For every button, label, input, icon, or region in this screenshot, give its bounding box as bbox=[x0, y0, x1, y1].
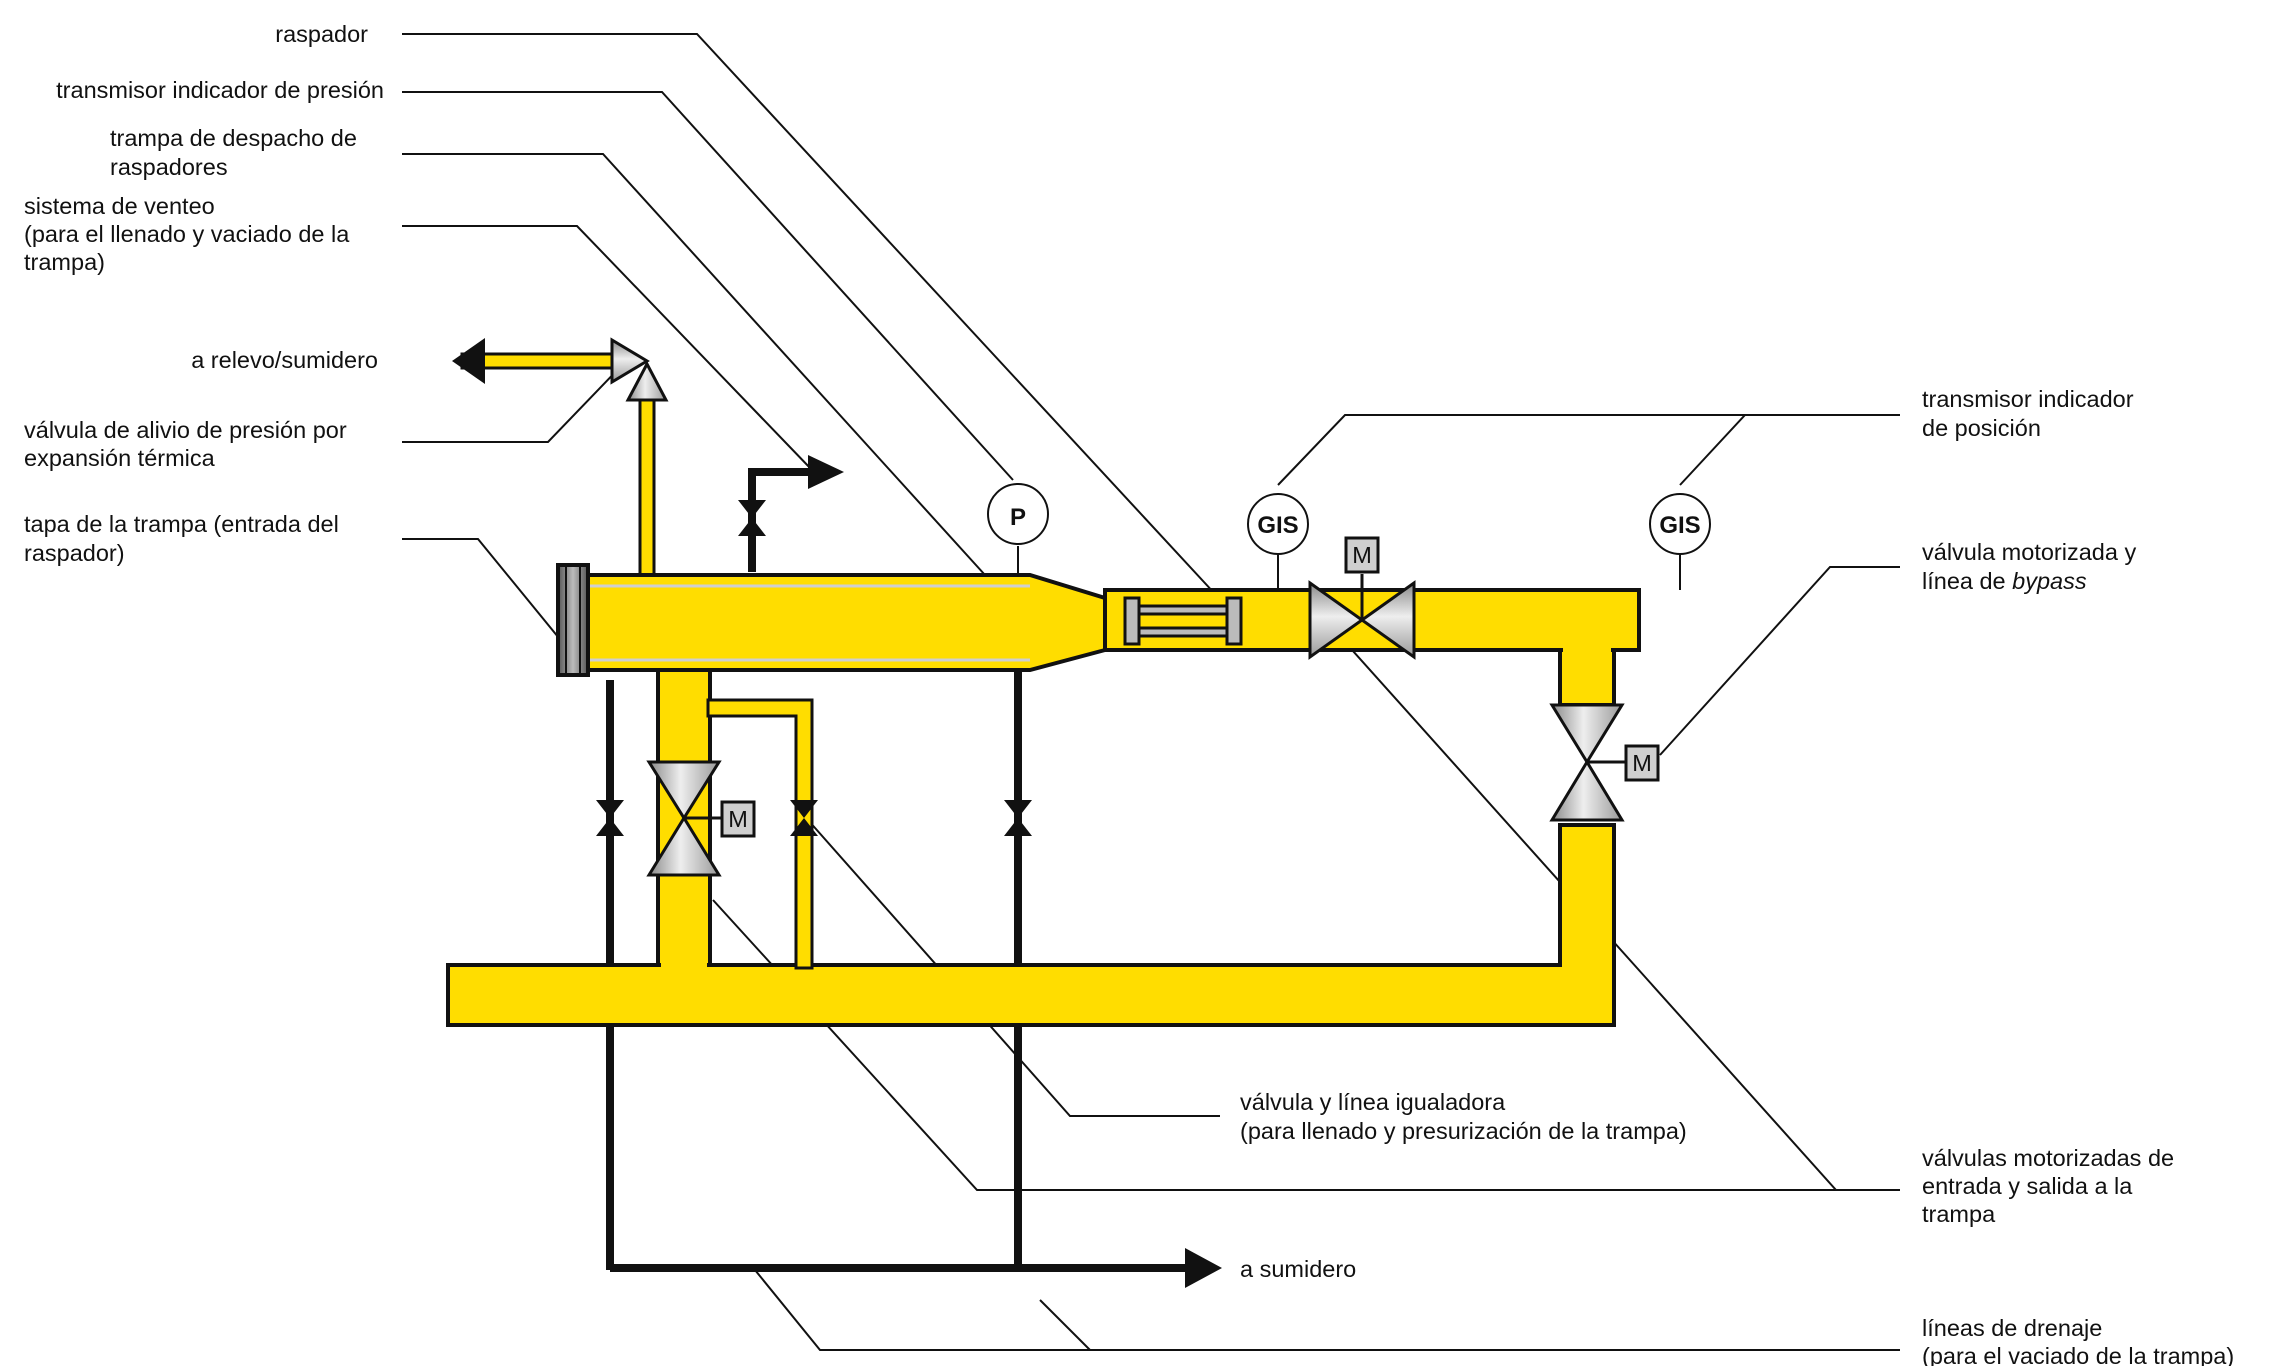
pig bbox=[1123, 596, 1243, 646]
label-valvula-alivio-1: válvula de alivio de presión por bbox=[24, 417, 347, 443]
motor-actuator-trap bbox=[720, 800, 756, 838]
leader-tapa-trampa bbox=[402, 538, 564, 644]
relief-riser bbox=[638, 398, 656, 577]
label-relevo-sumidero: a relevo/sumidero bbox=[191, 347, 378, 373]
leader-sistema-venteo bbox=[402, 225, 813, 471]
leader-transmisor-posicion-1 bbox=[1679, 414, 1900, 486]
label-valvula-igualadora-1: válvula y línea igualadora bbox=[1240, 1089, 1506, 1115]
label-valvula-bypass-2: línea de bypass bbox=[1922, 568, 2087, 594]
leader-trampa-despacho bbox=[402, 153, 986, 576]
labels-right: transmisor indicador de posición válvula… bbox=[1240, 386, 2234, 1366]
drain-valve-left bbox=[596, 800, 624, 836]
label-sistema-venteo-3: trampa) bbox=[24, 249, 105, 275]
label-valvula-igualadora-2: (para llenado y presurización de la tram… bbox=[1240, 1118, 1687, 1144]
bypass-drop-pipe bbox=[1558, 648, 1616, 707]
leader-transmisor-presion bbox=[402, 91, 1014, 481]
bottom-header-pipe bbox=[446, 823, 1616, 1027]
main-line-motorized-valve: M bbox=[1308, 536, 1416, 660]
motor-actuator-bypass bbox=[1624, 744, 1660, 782]
label-transmisor-posicion-2: de posición bbox=[1922, 415, 2041, 441]
equalizer-valve bbox=[790, 800, 818, 836]
main-line-pipe bbox=[1103, 588, 1641, 652]
label-lineas-drenaje-1: líneas de drenaje bbox=[1922, 1315, 2102, 1341]
label-raspador: raspador bbox=[275, 21, 368, 47]
vent-valve bbox=[738, 500, 766, 536]
label-trampa-despacho-1: trampa de despacho de bbox=[110, 125, 357, 151]
label-tapa-trampa-2: raspador) bbox=[24, 540, 125, 566]
leader-raspador bbox=[402, 33, 1229, 609]
bypass-motorized-valve: M bbox=[1549, 703, 1660, 822]
label-transmisor-posicion-1: transmisor indicador bbox=[1922, 386, 2134, 412]
motor-actuator-main bbox=[1344, 536, 1380, 574]
gis-right: GIS bbox=[1649, 493, 1711, 555]
label-valvula-bypass-2-prefix: línea de bbox=[1922, 568, 2012, 594]
trap-barrel bbox=[586, 573, 1107, 672]
motor-label-main: M bbox=[1352, 542, 1372, 568]
leader-valvulas-motorizadas-2 bbox=[712, 899, 1836, 1191]
gis-right-label: GIS bbox=[1659, 512, 1700, 539]
thermal-relief-valve bbox=[610, 337, 669, 402]
leader-valvula-alivio bbox=[402, 361, 626, 443]
bypass-tee bbox=[1563, 646, 1611, 656]
relief-outlet-arrow bbox=[452, 338, 485, 384]
pressure-transmitter: P bbox=[987, 483, 1049, 545]
label-sistema-venteo-1: sistema de venteo bbox=[24, 193, 215, 219]
drain-valve-right bbox=[1004, 800, 1032, 836]
leader-lineas-drenaje-2 bbox=[754, 1269, 1090, 1351]
leader-transmisor-posicion-2 bbox=[1277, 414, 1745, 486]
label-valvulas-motorizadas-1: válvulas motorizadas de bbox=[1922, 1145, 2174, 1171]
drain-arrow bbox=[1185, 1248, 1222, 1288]
label-valvula-alivio-2: expansión térmica bbox=[24, 445, 216, 471]
equalizer-line bbox=[706, 698, 814, 970]
label-sistema-venteo-2: (para el llenado y vaciado de la bbox=[24, 221, 350, 247]
pressure-transmitter-label: P bbox=[1010, 504, 1026, 531]
label-lineas-drenaje-2: (para el vaciado de la trampa) bbox=[1922, 1343, 2234, 1366]
vent-arrow bbox=[808, 455, 844, 489]
label-valvulas-motorizadas-2: entrada y salida a la bbox=[1922, 1173, 2133, 1199]
label-transmisor-presion: transmisor indicador de presión bbox=[56, 77, 384, 103]
relief-outlet bbox=[460, 352, 622, 370]
label-valvula-bypass-2-italic: bypass bbox=[2012, 568, 2087, 594]
trap-closure-cap bbox=[556, 563, 590, 677]
trap-outlet-motorized-valve: M bbox=[646, 760, 756, 877]
gis-left-label: GIS bbox=[1257, 512, 1298, 539]
leader-lines bbox=[402, 33, 1900, 1351]
label-trampa-despacho-2: raspadores bbox=[110, 154, 228, 180]
leader-valvula-bypass bbox=[1659, 566, 1900, 756]
label-a-sumidero: a sumidero bbox=[1240, 1256, 1356, 1282]
leader-lineas-drenaje-1 bbox=[1039, 1299, 1900, 1351]
label-valvula-bypass-1: válvula motorizada y bbox=[1922, 539, 2136, 565]
motor-label-bypass: M bbox=[1632, 750, 1652, 776]
vent-line bbox=[748, 468, 810, 572]
gis-left: GIS bbox=[1247, 493, 1309, 555]
labels-left: raspador transmisor indicador de presión… bbox=[24, 21, 384, 566]
label-valvulas-motorizadas-3: trampa bbox=[1922, 1201, 1996, 1227]
label-tapa-trampa-1: tapa de la trampa (entrada del bbox=[24, 511, 339, 537]
motor-label-trap: M bbox=[728, 806, 748, 832]
leader-valvula-igualadora bbox=[807, 819, 1220, 1117]
